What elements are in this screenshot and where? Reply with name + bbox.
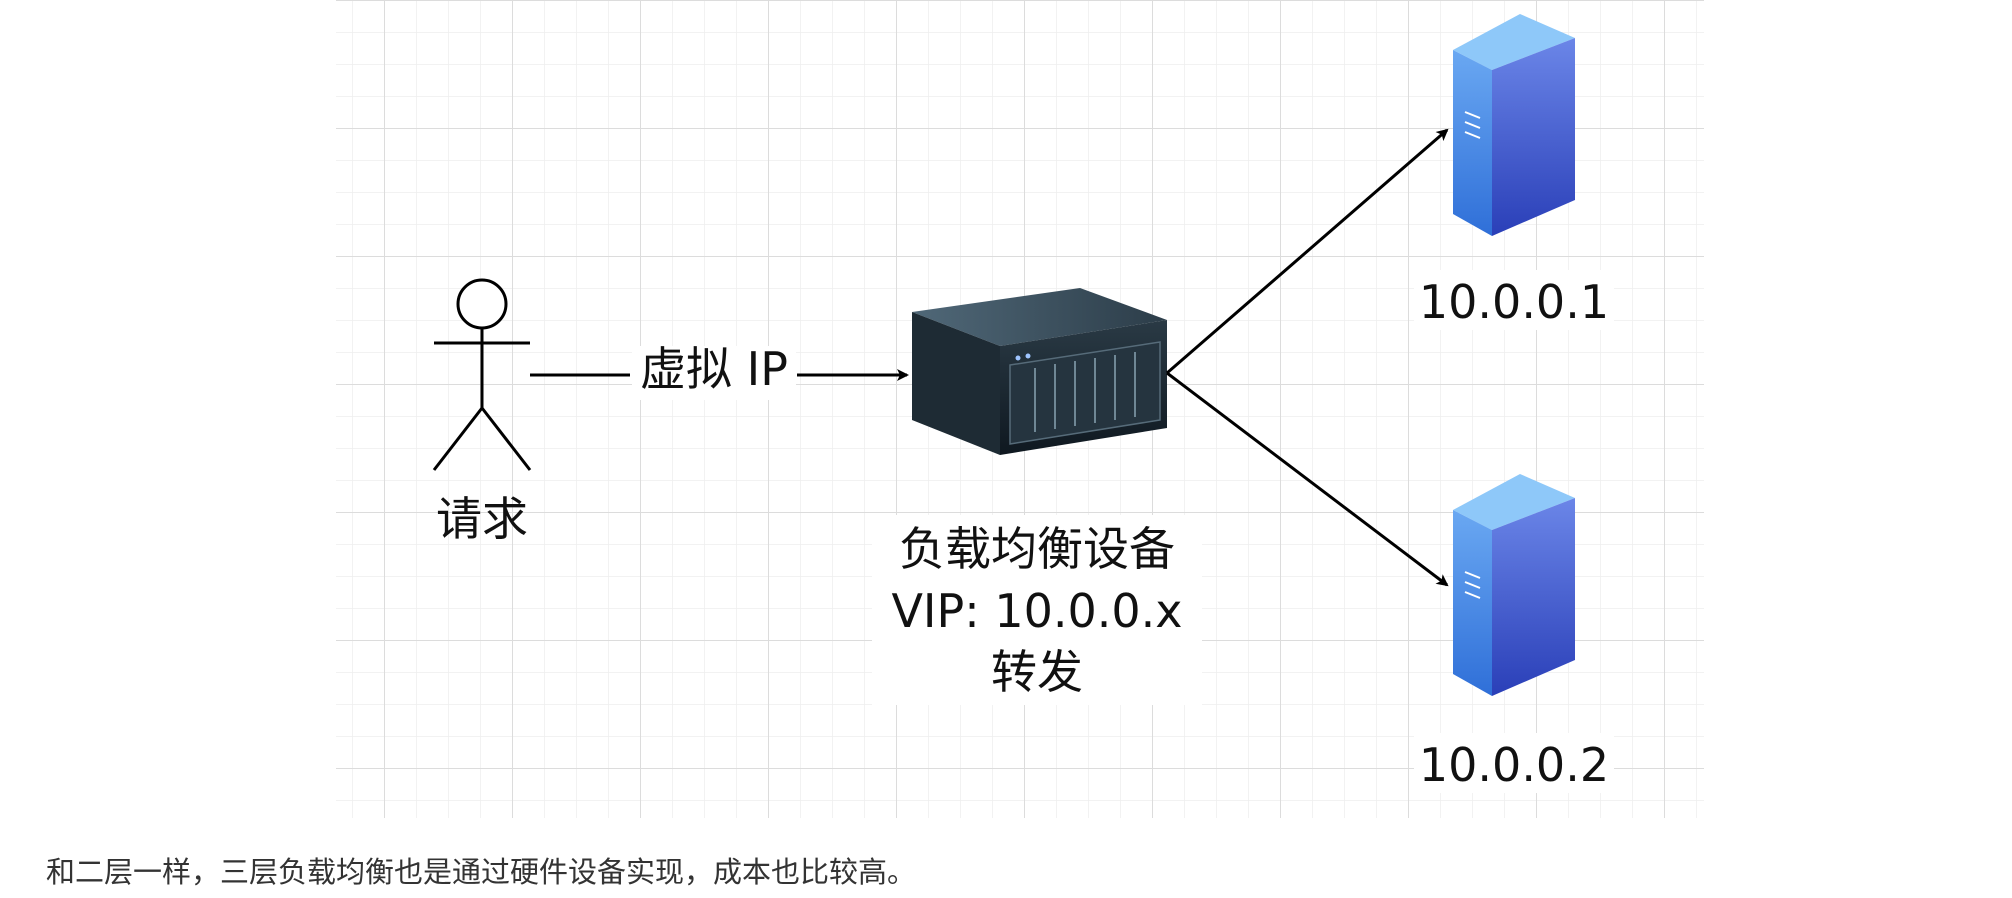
server-1-label: 10.0.0.1 xyxy=(1419,275,1609,329)
client-label: 请求 xyxy=(436,492,528,546)
caption-text: 和二层一样，三层负载均衡也是通过硬件设备实现，成本也比较高。 xyxy=(46,855,917,889)
load-balancer-action: 转发 xyxy=(991,645,1083,699)
server-2-label: 10.0.0.2 xyxy=(1419,738,1609,792)
network-diagram: 请求 虚拟 IP 负载均衡设备 VIP: 10.0.0.x 转发 10 xyxy=(336,0,1704,818)
forward-arrow-server-1 xyxy=(1166,128,1449,375)
load-balancer-title: 负载均衡设备 xyxy=(899,522,1175,576)
user-icon xyxy=(432,278,532,471)
forward-arrow-server-2 xyxy=(1166,371,1449,587)
load-balancer-vip: VIP: 10.0.0.x xyxy=(891,584,1182,638)
load-balancer-icon xyxy=(912,288,1167,455)
server-icon xyxy=(1453,14,1575,236)
virtual-ip-connector xyxy=(530,346,909,400)
server-icon xyxy=(1453,474,1575,696)
virtual-ip-label: 虚拟 IP xyxy=(640,342,788,396)
